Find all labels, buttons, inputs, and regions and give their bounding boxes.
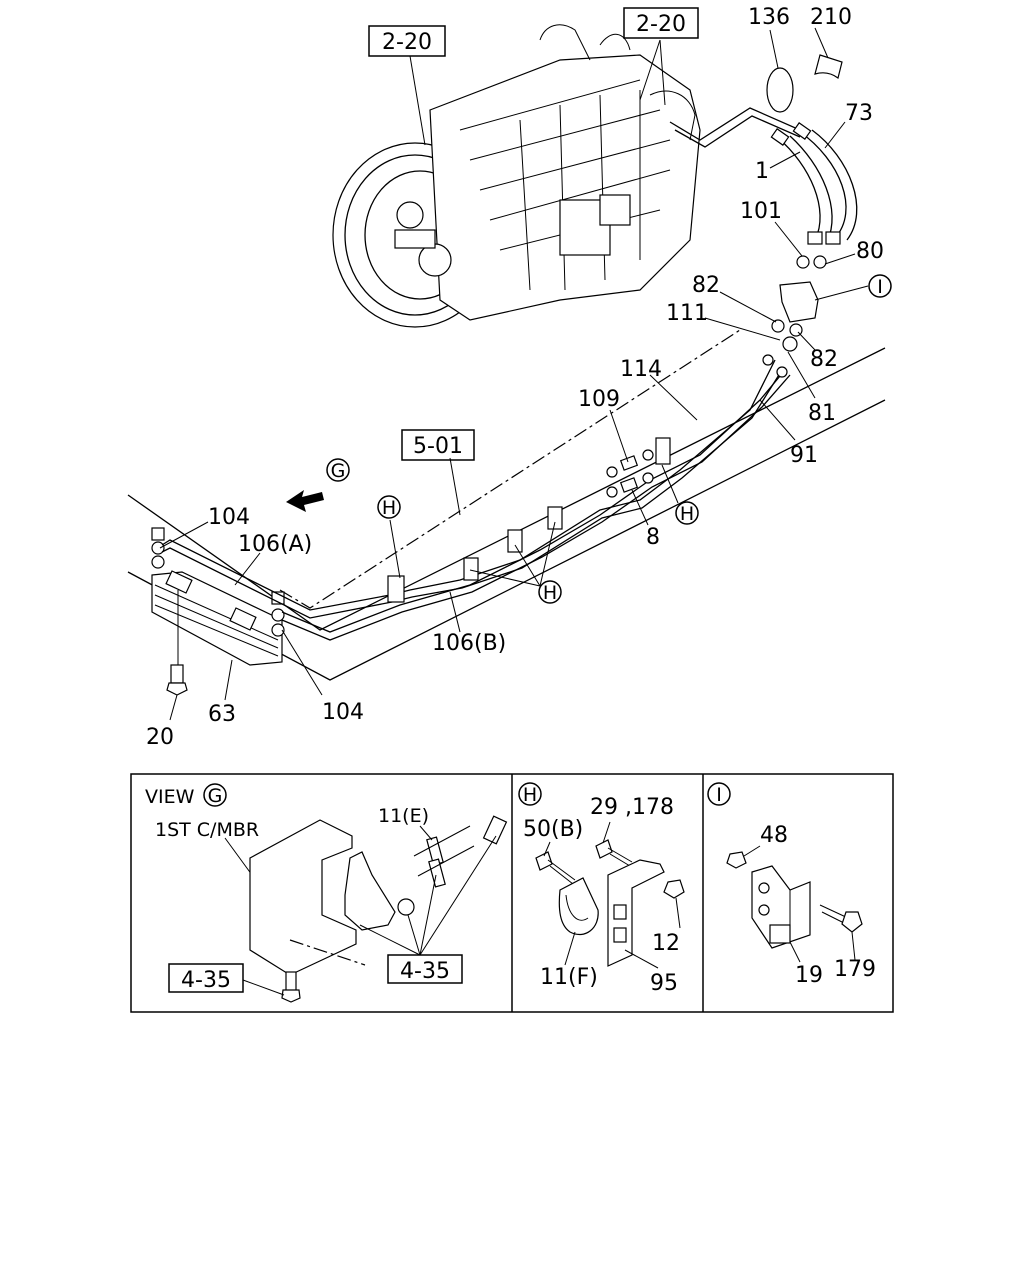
svg-text:2-20: 2-20 [636,12,686,37]
detail-panels-frame [130,773,894,1013]
detail-marker-h-2: H [675,501,699,525]
panel-view-g: VIEW G 1ST C/MBR 11(E) 4-35 4-35 [145,783,508,1003]
callout-114: 114 [620,357,662,382]
svg-text:1ST C/MBR: 1ST C/MBR [155,819,259,841]
callout-73: 73 [845,101,873,126]
svg-text:4-35: 4-35 [400,959,450,984]
reference-box-4-35-left [168,963,244,993]
svg-text:50(B): 50(B) [523,817,583,842]
detail-marker-i: I [868,274,892,298]
callout-8: 8 [646,525,660,550]
reference-box-4-35-right [387,954,463,984]
svg-text:H: H [543,582,557,604]
svg-text:G: G [208,785,223,807]
svg-text:19: 19 [795,963,823,988]
svg-text:H: H [382,497,396,519]
svg-text:I: I [877,276,883,298]
callout-80: 80 [856,239,884,264]
transmission-assembly [332,24,801,328]
svg-text:48: 48 [760,823,788,848]
view-marker-g: G [326,458,350,482]
panel-detail-i: I 48 19 179 [707,782,876,988]
detail-marker-h-3: H [538,580,562,604]
callout-104-lower: 104 [322,700,364,725]
svg-text:2-20: 2-20 [382,30,432,55]
callout-210: 210 [810,5,852,30]
panel-detail-h: H 50(B) 29 ,178 12 11(F) 95 [518,782,685,996]
callout-104-upper: 104 [208,505,250,530]
svg-text:VIEW: VIEW [145,786,195,808]
callout-101: 101 [740,199,782,224]
svg-text:179: 179 [834,957,876,982]
svg-text:12: 12 [652,931,680,956]
callout-20: 20 [146,725,174,750]
svg-text:95: 95 [650,971,678,996]
detail-marker-h-1: H [377,495,401,519]
callout-81: 81 [808,401,836,426]
callout-106b: 106(B) [432,631,506,656]
callout-63: 63 [208,702,236,727]
callout-91: 91 [790,443,818,468]
leader-lines [159,27,869,721]
svg-text:4-35: 4-35 [181,968,231,993]
svg-text:I: I [716,784,722,806]
svg-text:11(F): 11(F) [540,965,598,990]
callout-109: 109 [578,387,620,412]
callout-82-upper: 82 [692,273,720,298]
svg-text:29 ,178: 29 ,178 [590,795,674,820]
svg-text:11(E): 11(E) [378,805,429,827]
svg-text:G: G [331,460,346,482]
oil-pipes [161,54,858,641]
view-direction-arrow [286,490,324,512]
svg-text:5-01: 5-01 [413,434,463,459]
callout-82-lower: 82 [810,347,838,372]
reference-box-5-01: 5-01 [401,429,475,461]
reference-box-2-20-right: 2-20 [623,7,699,39]
svg-text:H: H [680,503,694,525]
callout-1: 1 [755,159,769,184]
callout-111: 111 [666,301,708,326]
svg-text:H: H [523,784,537,806]
reference-box-2-20-left: 2-20 [368,25,446,57]
callout-106a: 106(A) [238,532,312,557]
callout-136: 136 [748,5,790,30]
callouts: 136 210 73 1 101 80 82 111 82 114 109 81… [146,5,884,750]
